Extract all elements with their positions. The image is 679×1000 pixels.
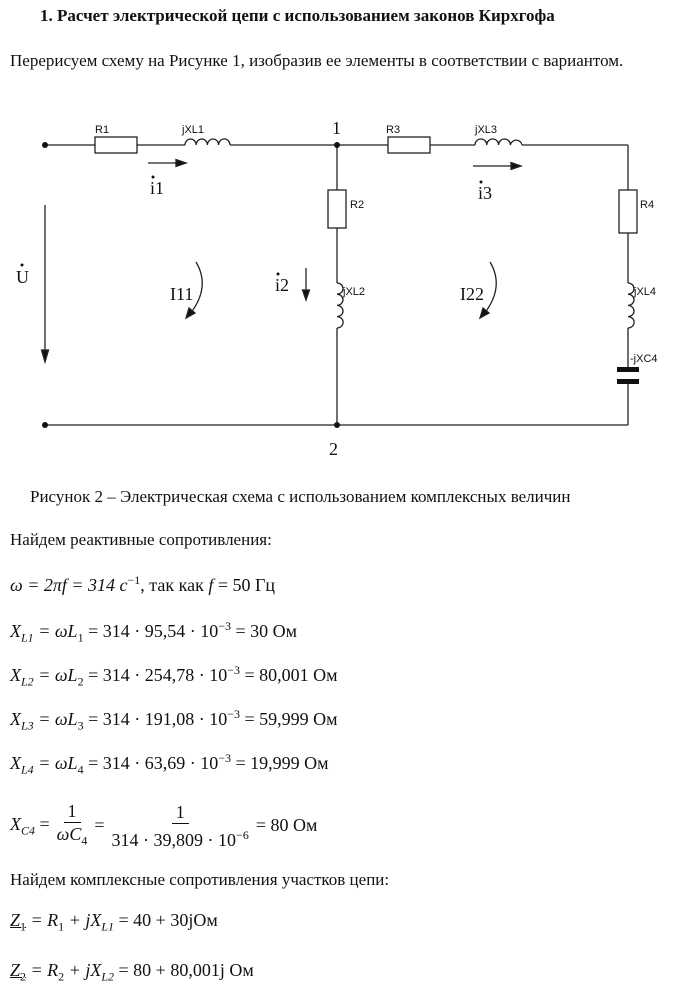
intro-paragraph: Перерисуем схему на Рисунке 1, изобразив…: [10, 51, 624, 70]
loop-current-i22: I22: [460, 284, 484, 304]
formula-xl2: XL2 = ωL2 = 314 · 254,78 · 10−3 = 80,001…: [10, 663, 338, 689]
current-i2-label: i2: [275, 275, 289, 295]
label-xl4: jXL4: [633, 286, 656, 298]
formula-z1: Z1 = R1 + jXL1 = 40 + 30jОм: [10, 910, 218, 934]
current-i3-label: i3: [478, 183, 492, 203]
arrows: [40, 158, 523, 365]
label-xl1: jXL1: [181, 124, 204, 136]
formula-z2: Z2 = R2 + jXL2 = 80 + 80,001j Ом: [10, 960, 254, 984]
complex-heading: Найдем комплексные сопротивления участко…: [10, 870, 390, 889]
loop-current-i11: I11: [170, 284, 193, 304]
node-2-label: 2: [329, 439, 338, 459]
node-1-label: 1: [332, 118, 341, 138]
voltage-label: U: [16, 267, 29, 287]
formula-xl4: XL4 = ωL4 = 314 · 63,69 · 10−3 = 19,999 …: [10, 751, 329, 777]
label-r4: R4: [640, 199, 654, 211]
label-xl2: jXL2: [342, 286, 365, 298]
node-dots: [42, 142, 340, 428]
inductor-l1: [184, 138, 231, 146]
label-r3: R3: [386, 124, 400, 136]
inductor-l2: [336, 282, 344, 329]
wires: [45, 144, 629, 426]
label-r2: R2: [350, 199, 364, 211]
label-r1: R1: [95, 124, 109, 136]
resistor-r2: [327, 189, 347, 229]
label-c4: -jXC4: [630, 353, 658, 365]
inductor-l3: [474, 138, 523, 146]
formula-xl3: XL3 = ωL3 = 314 · 191,08 · 10−3 = 59,999…: [10, 707, 338, 733]
resistor-r1: [94, 136, 138, 154]
resistor-r4: [618, 189, 638, 234]
label-xl3: jXL3: [474, 124, 497, 136]
current-i1-label: i1: [150, 178, 164, 198]
omega-formula: ω = 2πf = 314 с−1, так как f = 50 Гц: [10, 573, 276, 595]
formula-xl1: XL1 = ωL1 = 314 · 95,54 · 10−3 = 30 Ом: [10, 619, 298, 645]
circuit-diagram: R1 jXL1 R3 jXL3 R2 jXL2 R4 jXL4 -jXC4 1 …: [16, 118, 658, 459]
inductor-l4: [627, 282, 635, 329]
resistor-r3: [387, 136, 431, 154]
reactive-heading: Найдем реактивные сопротивления:: [10, 530, 272, 549]
section-title: 1. Расчет электрической цепи с использов…: [40, 6, 555, 25]
figure-caption: Рисунок 2 – Электрическая схема с исполь…: [30, 487, 571, 506]
capacitor-c4: [617, 367, 639, 384]
